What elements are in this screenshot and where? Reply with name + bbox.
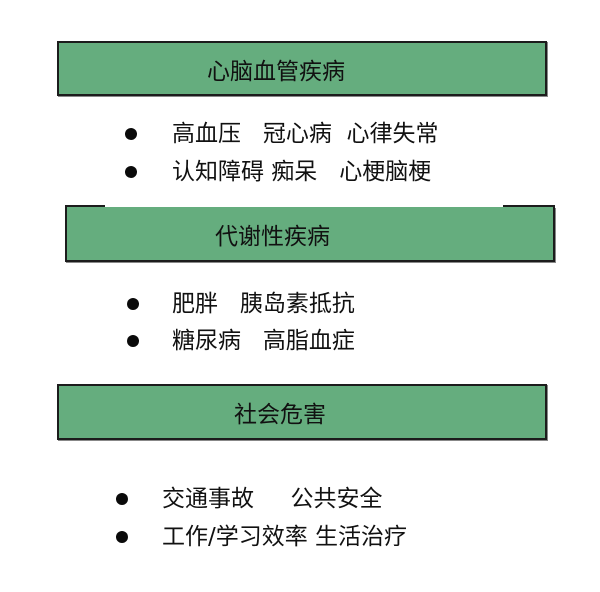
list-item: 工作/学习效率 生活治疗	[162, 524, 408, 550]
bullet-icon	[127, 298, 139, 310]
list-item: 认知障碍 痴呆 心梗脑梗	[172, 159, 432, 185]
border-segment	[65, 205, 105, 207]
bullet-icon	[116, 493, 128, 505]
section-title: 社会危害	[234, 402, 326, 428]
section-header-social: 社会危害	[57, 384, 547, 440]
border-segment	[503, 205, 555, 207]
section-title: 心脑血管疾病	[207, 58, 345, 85]
list-item: 肥胖 胰岛素抵抗	[172, 291, 355, 317]
list-item: 交通事故 公共安全	[162, 486, 383, 512]
bullet-icon	[125, 166, 137, 178]
section-header-cardiovascular: 心脑血管疾病	[57, 41, 547, 96]
section-title: 代谢性疾病	[215, 223, 330, 250]
bullet-icon	[127, 335, 139, 347]
bullet-icon	[125, 128, 137, 140]
list-item: 糖尿病 高脂血症	[172, 328, 355, 354]
list-item: 高血压 冠心病 心律失常	[172, 121, 439, 147]
section-header-metabolic: 代谢性疾病	[65, 205, 555, 262]
bullet-icon	[116, 531, 128, 543]
